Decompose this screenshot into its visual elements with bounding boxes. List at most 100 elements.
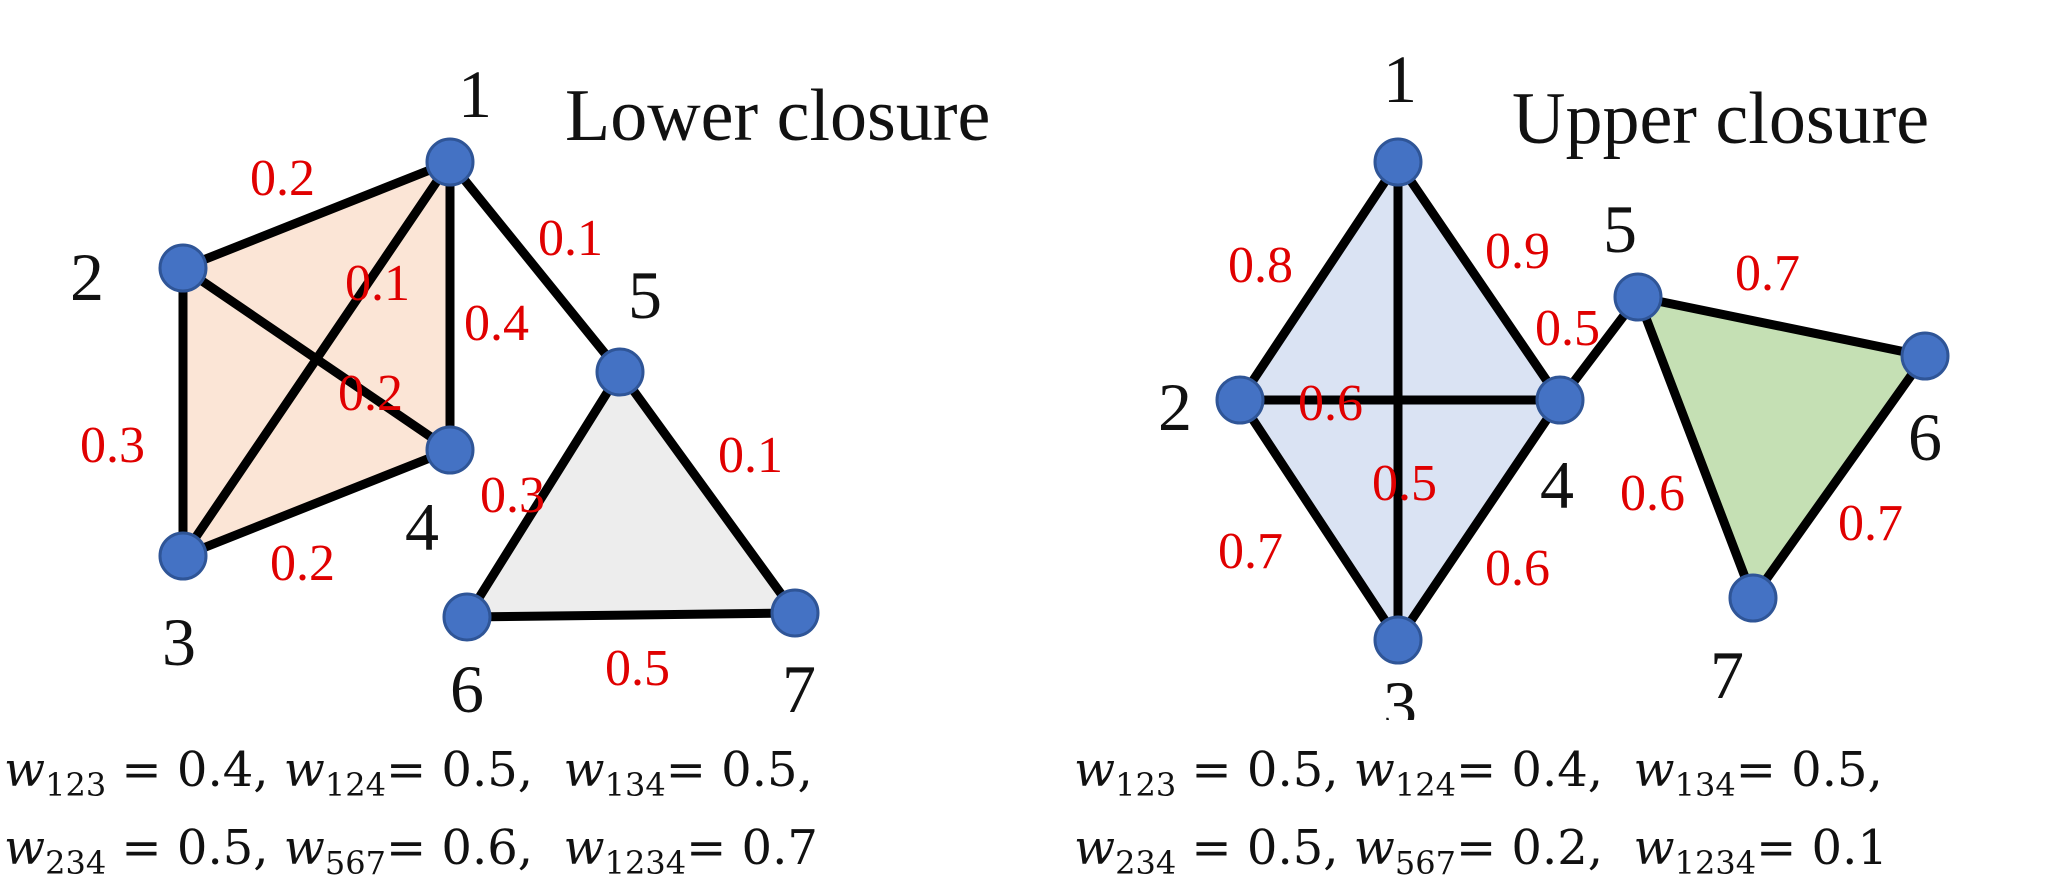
left-weight-6-7: 0.5 bbox=[605, 640, 670, 697]
left-node-3 bbox=[158, 531, 208, 581]
right-weight-3-4: 0.6 bbox=[1485, 540, 1550, 597]
weight-subscript: 124 bbox=[324, 766, 386, 804]
right-node-3 bbox=[1373, 615, 1423, 665]
right-weight-1-3: 0.5 bbox=[1372, 455, 1437, 512]
left-vertex-label-1: 1 bbox=[458, 56, 492, 132]
weight-term: w1234= 0.7 bbox=[564, 820, 818, 882]
weight-term: w123 = 0.4, bbox=[4, 742, 284, 804]
closure-diagram: Lower closure 1 2 3 4 5 6 7 0.2 0.1 0.4 … bbox=[70, 41, 1950, 720]
weight-symbol: w bbox=[1633, 820, 1675, 876]
left-weight-1-5: 0.1 bbox=[538, 210, 603, 267]
left-edge-1-5 bbox=[445, 157, 625, 377]
left-node-2 bbox=[158, 243, 208, 293]
right-weight-4-5: 0.5 bbox=[1535, 300, 1600, 357]
right-weight-1-2: 0.8 bbox=[1228, 237, 1293, 294]
weight-value: = 0.1 bbox=[1756, 820, 1888, 876]
left-vertex-label-5: 5 bbox=[628, 257, 662, 333]
left-node-1 bbox=[425, 137, 475, 187]
weight-term: w234 = 0.5, bbox=[4, 820, 284, 882]
weight-value: = 0.5, bbox=[665, 742, 813, 798]
weight-subscript: 567 bbox=[1394, 844, 1456, 882]
weight-value: = 0.4, bbox=[1455, 742, 1634, 798]
right-vertex-label-3: 3 bbox=[1383, 667, 1417, 720]
weight-value: = 0.6, bbox=[385, 820, 564, 876]
left-formula-line-2: w234 = 0.5, w567= 0.6, w1234= 0.7 bbox=[4, 820, 818, 882]
left-edge-5-6 bbox=[462, 367, 625, 622]
left-vertex-label-3: 3 bbox=[162, 604, 196, 680]
weight-subscript: 123 bbox=[45, 766, 107, 804]
right-weight-2-3: 0.7 bbox=[1218, 523, 1283, 580]
weight-symbol: w bbox=[1074, 742, 1116, 798]
right-weight-5-7: 0.6 bbox=[1620, 465, 1685, 522]
weight-subscript: 234 bbox=[45, 844, 107, 882]
left-edge-5-7 bbox=[615, 367, 800, 618]
weight-term: w234 = 0.5, bbox=[1074, 820, 1354, 882]
left-weight-1-4: 0.4 bbox=[464, 295, 529, 352]
weight-subscript: 1234 bbox=[1674, 844, 1757, 882]
left-node-7 bbox=[770, 588, 820, 638]
weight-subscript: 123 bbox=[1115, 766, 1177, 804]
weight-subscript: 567 bbox=[324, 844, 386, 882]
right-edge-1-4 bbox=[1393, 157, 1565, 405]
weight-term: w1234= 0.1 bbox=[1633, 820, 1888, 882]
weight-symbol: w bbox=[563, 742, 605, 798]
weight-term: w134= 0.5, bbox=[1634, 742, 1883, 804]
right-edge-5-6 bbox=[1633, 292, 1930, 361]
left-vertex-label-4: 4 bbox=[405, 489, 439, 565]
weight-symbol: w bbox=[1074, 820, 1116, 876]
left-weight-1-2: 0.2 bbox=[250, 150, 315, 207]
left-node-4 bbox=[425, 425, 475, 475]
left-weight-2-3: 0.3 bbox=[80, 417, 145, 474]
right-triangle-fill bbox=[1638, 297, 1925, 598]
left-formula-line-1: w123 = 0.4, w124= 0.5, w134= 0.5, bbox=[4, 742, 813, 804]
weight-value: = 0.4, bbox=[106, 742, 284, 798]
left-edge-6-7 bbox=[462, 608, 800, 622]
left-node-5 bbox=[595, 347, 645, 397]
left-edge-2-4 bbox=[178, 263, 455, 455]
weight-term: w123 = 0.5, bbox=[1074, 742, 1354, 804]
left-title: Lower closure bbox=[565, 75, 990, 157]
right-node-7 bbox=[1728, 573, 1778, 623]
weight-symbol: w bbox=[1353, 820, 1395, 876]
left-weight-5-7: 0.1 bbox=[718, 427, 783, 484]
weight-value: = 0.5, bbox=[106, 820, 284, 876]
left-weight-3-4: 0.2 bbox=[270, 535, 335, 592]
right-weight-6-7: 0.7 bbox=[1838, 495, 1903, 552]
weight-value: = 0.5, bbox=[1735, 742, 1883, 798]
right-edge-5-7 bbox=[1633, 292, 1758, 603]
right-node-5 bbox=[1613, 272, 1663, 322]
right-node-4 bbox=[1535, 375, 1585, 425]
weight-symbol: w bbox=[4, 820, 46, 876]
right-weight-5-6: 0.7 bbox=[1735, 245, 1800, 302]
right-vertex-label-1: 1 bbox=[1383, 41, 1417, 117]
weight-subscript: 134 bbox=[604, 766, 666, 804]
right-node-6 bbox=[1900, 331, 1950, 381]
right-edge-6-7 bbox=[1748, 351, 1930, 603]
weight-subscript: 124 bbox=[1394, 766, 1456, 804]
right-edge-3-4 bbox=[1393, 395, 1565, 645]
right-node-2 bbox=[1215, 375, 1265, 425]
weight-term: w567= 0.2, bbox=[1353, 820, 1634, 882]
left-triangle-fill bbox=[467, 372, 795, 617]
right-title: Upper closure bbox=[1512, 78, 1929, 160]
weight-term: w124= 0.5, bbox=[284, 742, 564, 804]
weight-symbol: w bbox=[283, 820, 325, 876]
weight-symbol: w bbox=[4, 742, 46, 798]
weight-subscript: 1234 bbox=[604, 844, 687, 882]
left-vertex-label-2: 2 bbox=[70, 239, 104, 315]
weight-term: w134= 0.5, bbox=[563, 742, 813, 804]
weight-value: = 0.5, bbox=[1176, 742, 1354, 798]
left-vertex-label-7: 7 bbox=[782, 651, 816, 720]
right-vertex-label-4: 4 bbox=[1540, 447, 1574, 523]
left-weight-1-3: 0.1 bbox=[345, 255, 410, 312]
left-vertex-label-6: 6 bbox=[450, 651, 484, 720]
right-node-1 bbox=[1373, 137, 1423, 187]
right-vertex-label-7: 7 bbox=[1710, 637, 1744, 713]
weight-term: w567= 0.6, bbox=[283, 820, 564, 882]
right-edge-1-2 bbox=[1235, 157, 1403, 405]
weight-subscript: 134 bbox=[1674, 766, 1736, 804]
left-weight-5-6: 0.3 bbox=[480, 467, 545, 524]
weight-subscript: 234 bbox=[1115, 844, 1177, 882]
weight-value: = 0.5, bbox=[1176, 820, 1354, 876]
right-edge-2-3 bbox=[1235, 395, 1403, 645]
